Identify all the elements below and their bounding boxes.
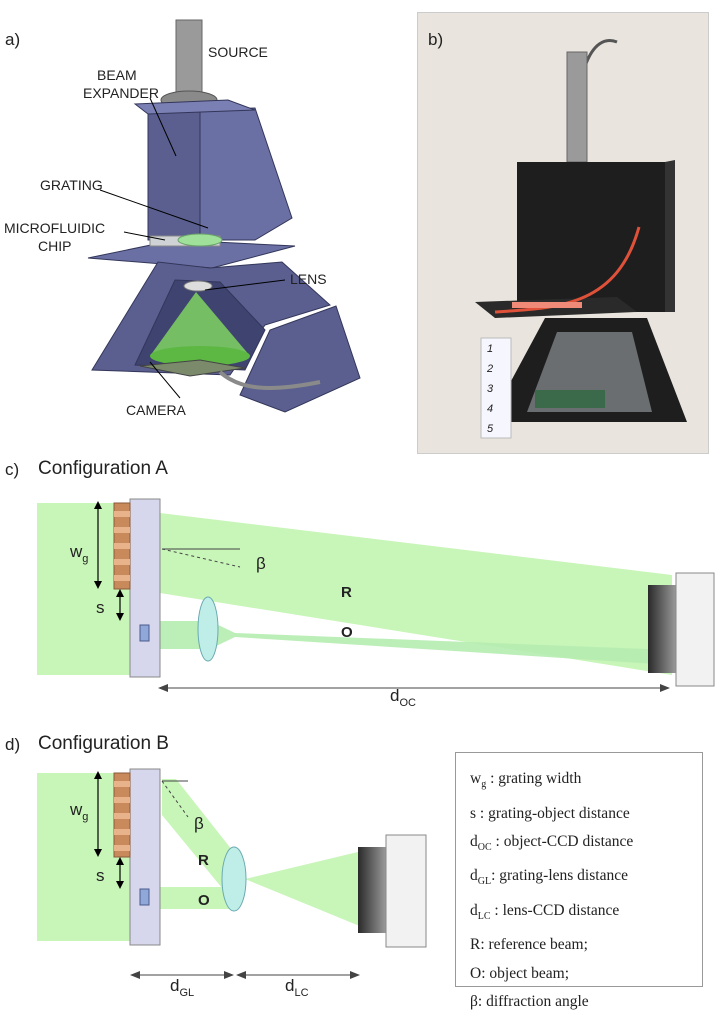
panel-a-label: a) [5,30,21,49]
grating-a [113,502,131,590]
wg-label-a: wg [69,542,88,565]
wg-label-b: wg [69,800,88,823]
source-cylinder [175,19,203,99]
ruler-tick-1: 1 [487,343,493,355]
legend-row-dgl: dGL: grating-lens distance [470,867,628,888]
configuration-a-diagram: wg s β R O dOC [37,498,715,709]
r-label-a: R [341,584,352,601]
panel-c-title: Configuration A [38,458,168,479]
legend-row-o: O: object beam; [470,964,570,982]
light-cone [150,292,250,356]
callout-source: SOURCE [208,44,268,60]
r-label-b: R [198,852,209,869]
photo-housing [517,162,675,312]
object-b [139,888,150,906]
camera-body-b [385,834,427,948]
dlc-label: dLC [285,976,309,999]
light-cone-base [150,346,250,366]
legend-row-dlc: dLC : lens-CCD distance [470,901,620,922]
beta-dashed-a [161,548,241,568]
panel-b-label: b) [428,30,444,49]
side-door [239,305,361,413]
legend-row-beta: β: diffraction angle [470,993,589,1011]
leader-grating [99,189,209,229]
callout-beam-expander-1: BEAM [97,67,137,83]
camera-body-a [675,572,715,687]
photo-tube [494,226,641,314]
photo-housing-side [665,160,675,312]
leader-camera [149,361,181,399]
symbol-legend: wg : grating width s : grating-object di… [455,752,703,1010]
callout-grating: GRATING [40,177,103,193]
beta-label-b: β [194,814,204,833]
leader-chip [123,231,166,241]
housing-top-lid [133,99,256,115]
panel-a-rendering: SOURCE BEAM EXPANDER GRATING MICROFLUIDI… [4,19,361,418]
grating-b [113,772,131,858]
converging-beam-b [245,851,362,927]
camera-sensor-b [358,847,386,933]
object-beam-a [160,621,672,665]
doc-label: dOC [390,686,416,709]
ruler-tick-2: 2 [486,363,493,375]
housing-top-left [147,109,201,241]
camera-cable [218,370,321,390]
camera-board [139,359,246,377]
photo-source [566,51,588,163]
o-label-a: O [341,624,353,641]
beta-label-a: β [256,554,266,573]
callout-camera: CAMERA [126,402,187,418]
reference-beam-b [162,779,236,905]
legend-row-wg: wg : grating width [470,770,582,791]
camera-sensor-a [648,585,676,673]
callout-beam-expander-2: EXPANDER [83,85,159,101]
reference-beam-a [160,513,672,675]
panel-d-label: d) [5,735,21,754]
lens-3d [183,280,213,292]
o-label-b: O [198,892,210,909]
s-label-a: s [96,598,105,617]
s-label-b: s [96,866,105,885]
object-a [139,624,150,642]
callout-lens: LENS [290,271,327,287]
dgl-label: dGL [170,976,194,999]
leader-beam-expander [149,97,177,157]
chip-plate-b [129,768,161,946]
beta-dashed-b [161,780,189,818]
legend-row-r: R: reference beam; [470,936,588,954]
ruler-tick-3: 3 [487,383,494,395]
object-beam-b [160,887,230,909]
lens-a [197,596,219,662]
photo-ruler [480,337,512,439]
ruler-tick-4: 4 [487,403,493,415]
callout-chip-2: CHIP [38,238,71,254]
lens-b [221,846,247,912]
grating-disc [177,233,223,247]
housing-top-right [199,107,293,241]
callout-chip-1: MICROFLUIDIC [4,220,105,236]
leader-lens [204,279,286,291]
legend-row-s: s : grating-object distance [470,804,630,822]
panel-d-title: Configuration B [38,733,169,754]
configuration-b-diagram: wg s β R O dGL dLC [37,768,427,999]
panel-c-label: c) [5,460,20,479]
legend-row-doc: dOC : object-CCD distance [470,832,634,853]
photo-chip [512,302,582,308]
panel-b-device: 1 2 3 4 5 [475,39,687,439]
ruler-tick-5: 5 [487,423,494,435]
photo-camera-board [535,390,605,408]
chip-plate-a [129,498,161,678]
